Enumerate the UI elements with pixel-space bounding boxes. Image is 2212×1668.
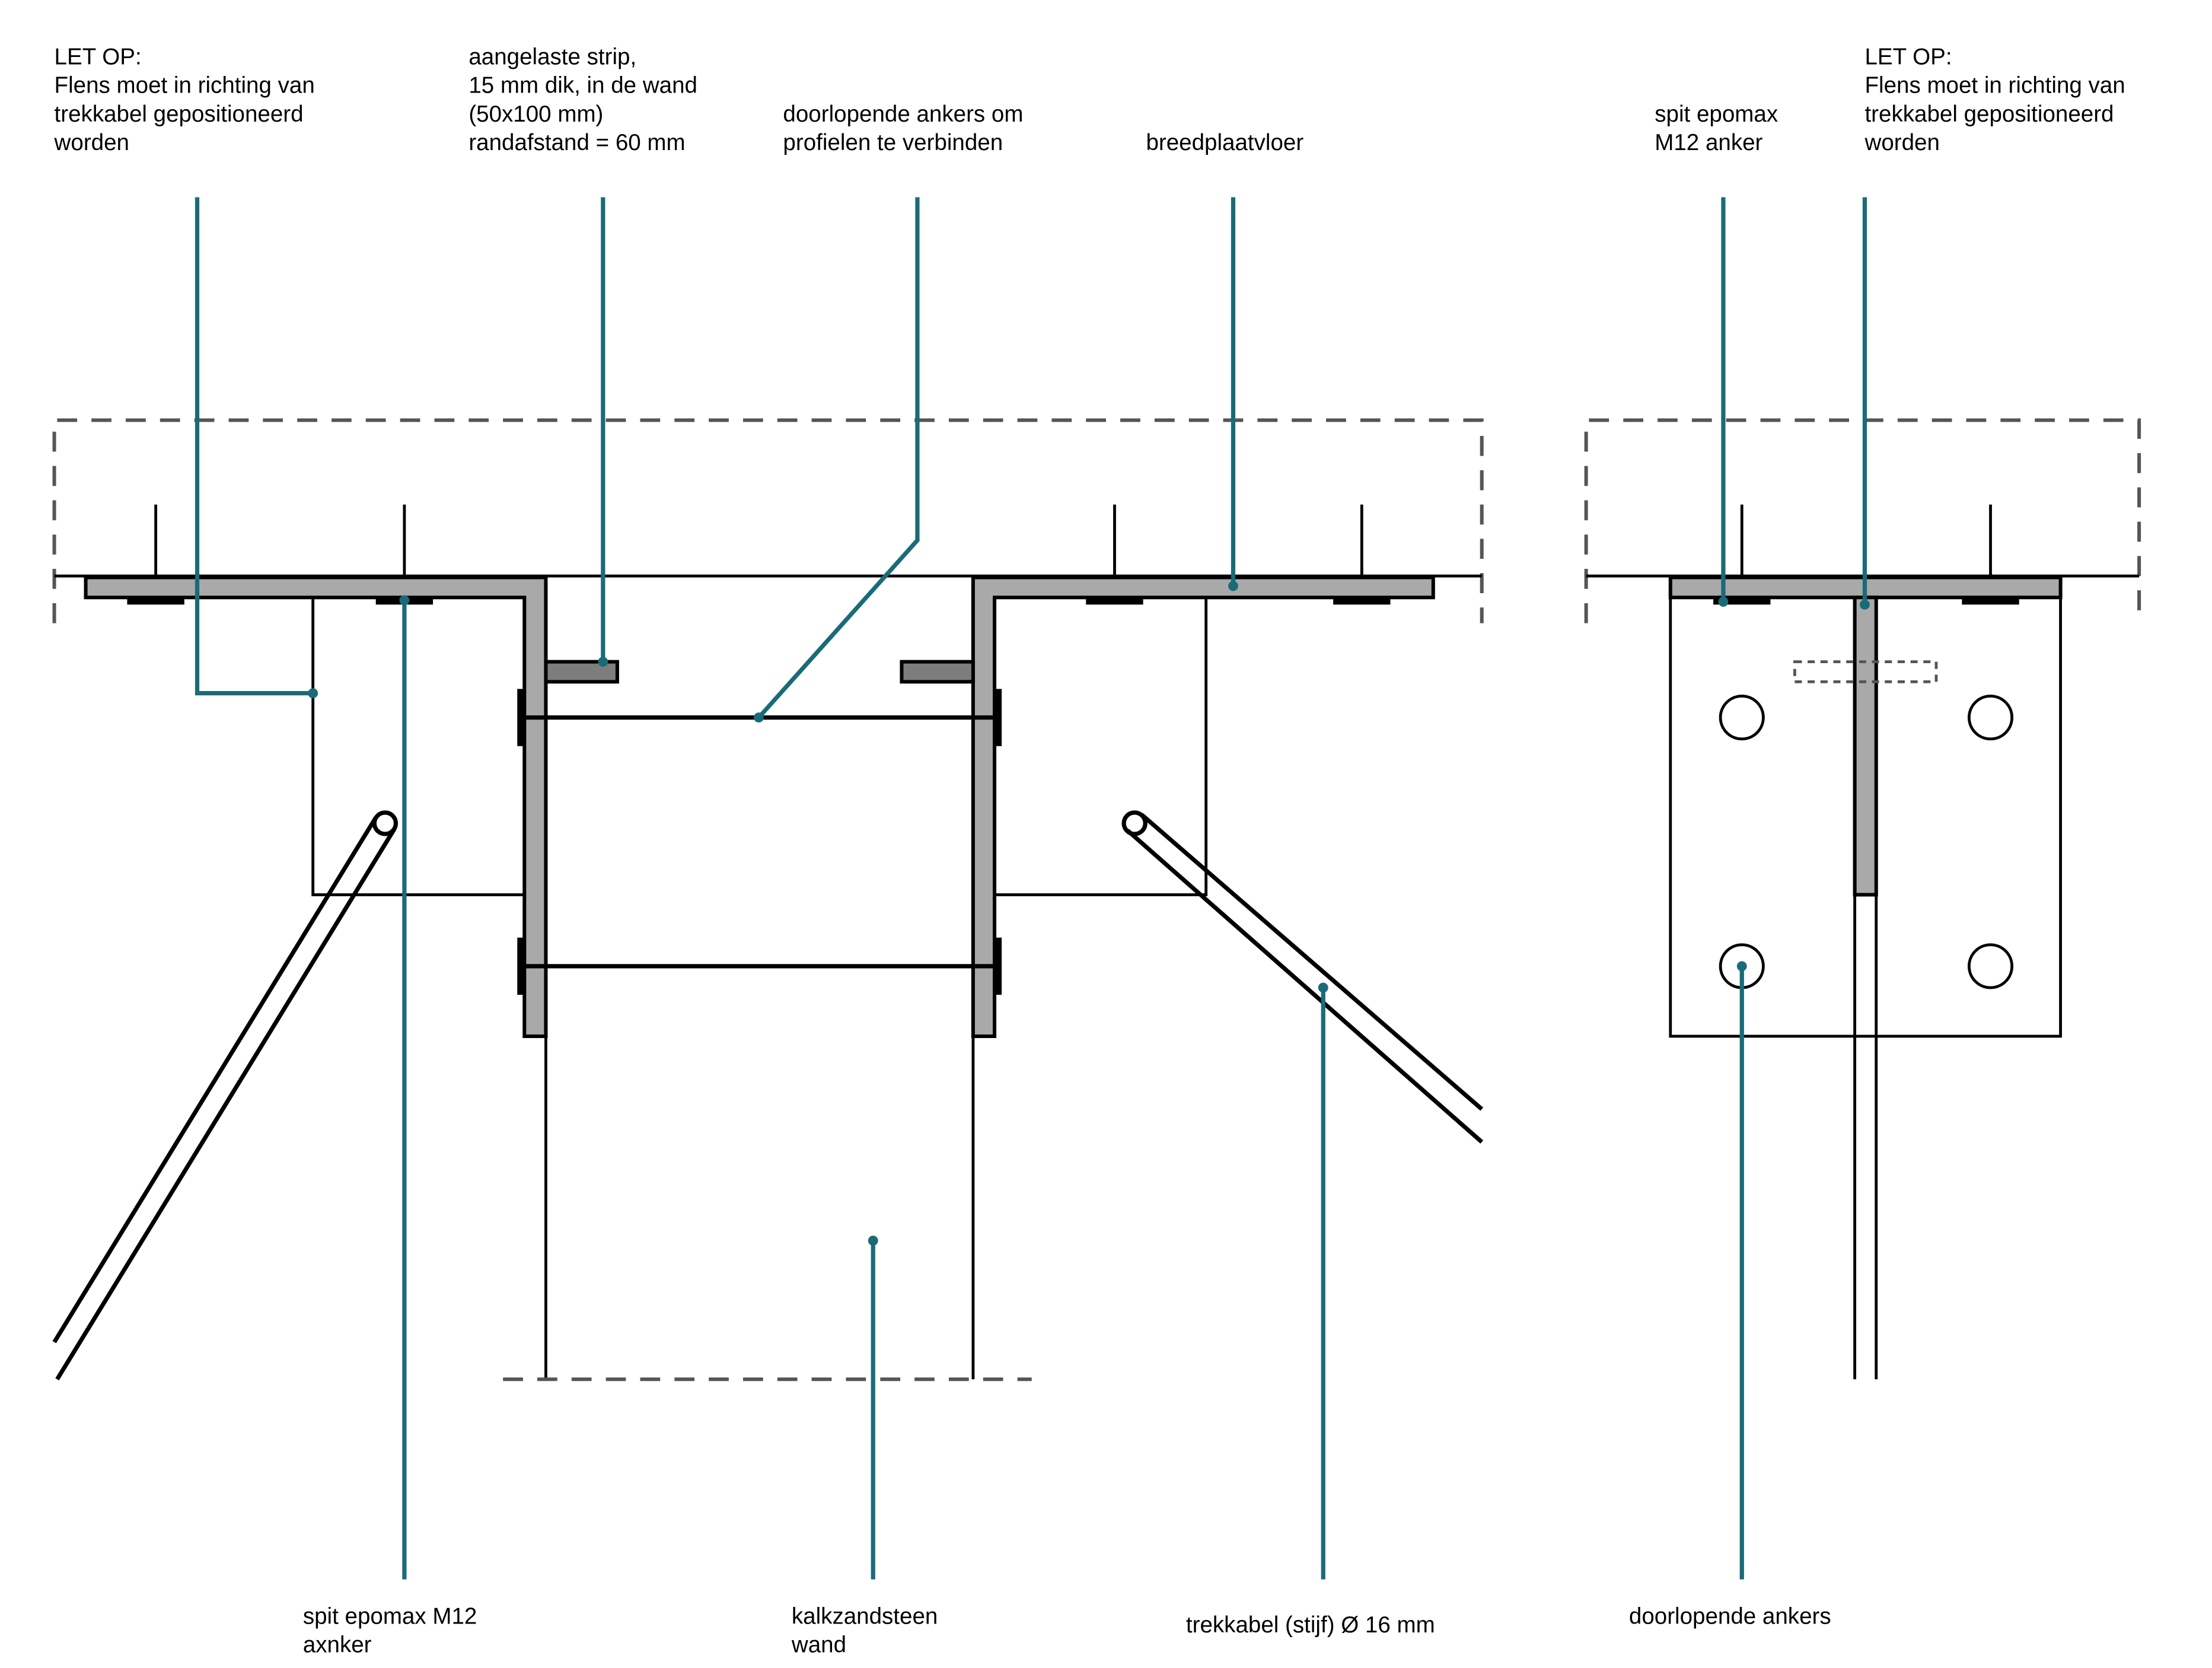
steel-angle-profile-left [84,575,548,1038]
label-let-op-left: LET OP: Flens moet in richting van trekk… [54,44,321,155]
label-spit-epomax-bottom: spit epomax M12 axnker [303,1603,483,1657]
side-wall-lines [1853,895,1878,1380]
label-kalkzandsteen: kalkzandsteen wand [791,1603,944,1657]
label-trekkabel: trekkabel (stijf) Ø 16 mm [1186,1612,1435,1638]
steel-angle-profile-right [971,575,1435,1038]
side-web [1853,596,1878,897]
leader-lines [195,197,1870,1580]
leader-let-op-left [195,197,313,696]
section-view [52,418,1484,1381]
gusset-plate-left [311,597,525,896]
label-strip: aangelaste strip, 15 mm dik, in de wand … [468,44,703,155]
kalkzandsteen-wall [503,1036,1032,1381]
gusset-plate-right [995,597,1208,896]
annotations: LET OP: Flens moet in richting van trekk… [54,44,2131,1657]
tension-cable-left [52,810,399,1381]
label-spit-epomax-right: spit epomax M12 anker [1655,101,1784,155]
label-doorlopende-ankers: doorlopende ankers [1629,1603,1831,1629]
welded-strip-right [900,660,975,684]
label-let-op-right: LET OP: Flens moet in richting van trekk… [1864,44,2131,155]
welded-strip-left [544,660,619,684]
label-doorlopende-ankers-om: doorlopende ankers om profielen te verbi… [783,101,1029,155]
label-breedplaatvloer: breedplaatvloer [1146,130,1303,155]
anchor-plates-top-left [127,597,1391,605]
floor-slab-outline-left [52,418,1484,623]
leader-doorlopende-ankers-om [757,197,920,720]
through-anchors [517,689,1002,995]
bolt-holes [1719,695,2014,989]
tension-cable-right [1121,810,1484,1144]
floor-slab-outline-right [1584,418,2141,623]
hidden-strip [1793,660,1938,683]
